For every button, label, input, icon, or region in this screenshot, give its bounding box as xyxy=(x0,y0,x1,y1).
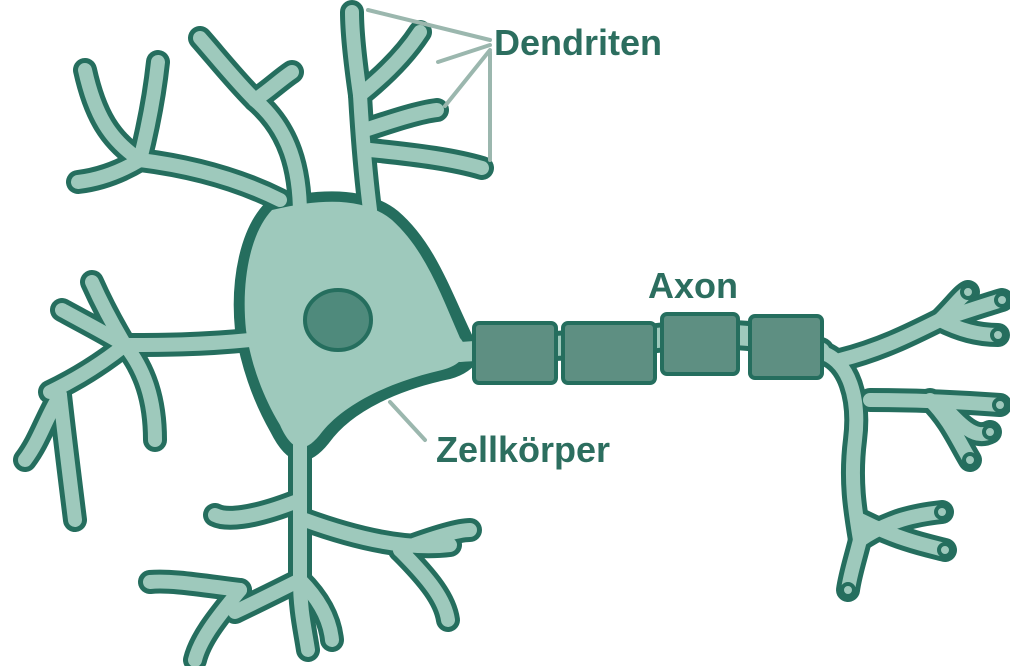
myelin-sheath xyxy=(563,323,655,383)
myelin-sheath xyxy=(662,314,738,374)
label-axon: Axon xyxy=(648,265,738,306)
label-cell-body: Zellkörper xyxy=(436,429,610,470)
nucleus xyxy=(305,290,371,350)
myelin-sheath xyxy=(750,316,822,378)
neuron xyxy=(25,12,1008,660)
myelin-sheath xyxy=(474,323,556,383)
labels: Dendriten Axon Zellkörper xyxy=(436,22,738,470)
label-dendrites: Dendriten xyxy=(494,22,662,63)
myelin-sheaths xyxy=(474,314,822,383)
cell-body-leader xyxy=(390,402,425,440)
